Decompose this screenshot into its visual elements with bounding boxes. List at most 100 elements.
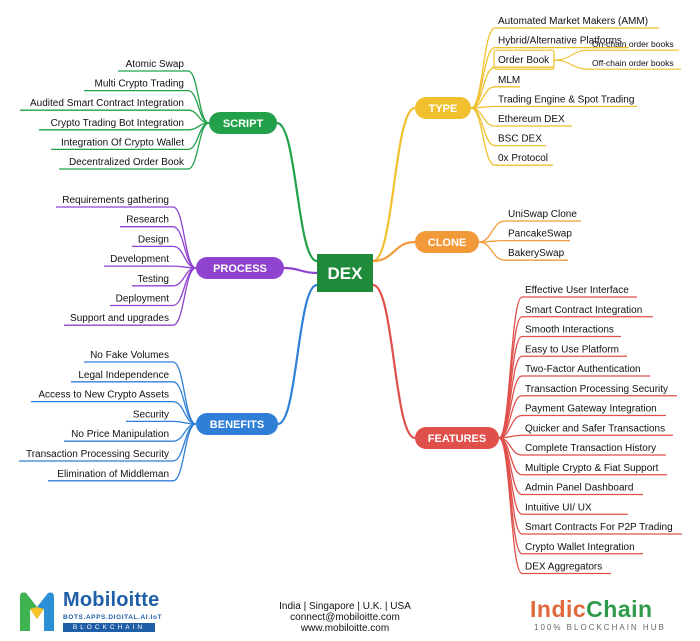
connector-script-5 [59,122,210,170]
features-leaf-label: Easy to Use Platform [525,344,619,355]
node-benefits-label: BENEFITS [210,419,264,431]
script-leaf-label: Crypto Trading Bot Integration [51,118,184,129]
indicchain-name: IndicChain [530,596,653,623]
mobiloitte-blockchain-bar: BLOCKCHAIN [63,623,155,632]
connector-order-book-child-1 [553,59,681,70]
connector-script-2 [20,109,210,124]
type-leaf-label: Ethereum DEX [498,114,565,125]
indicchain-name-chain: Chain [586,596,653,622]
node-clone-label: CLONE [428,237,467,249]
process-leaf-label: Deployment [116,294,170,305]
clone-leaf-label: PancakeSwap [508,229,572,240]
node-features [415,427,499,449]
connector-type-1 [470,46,629,109]
node-script-label: SCRIPT [223,118,264,130]
process-leaf-label: Design [138,234,169,245]
type-leaf-label: Automated Market Makers (AMM) [498,16,648,27]
features-leaf-label: Effective User Interface [525,285,629,296]
features-leaf-label: Quicker and Safer Transactions [525,423,665,434]
mobiloitte-m-icon [20,592,54,631]
node-clone [415,231,479,253]
locations-text: India | Singapore | U.K. | USA [279,601,411,612]
type-leaf-label: 0x Protocol [498,153,548,164]
features-leaf-label: Admin Panel Dashboard [525,483,633,494]
connector-center-benefits [277,283,318,426]
features-leaf-label: DEX Aggregators [525,562,602,573]
node-script [209,112,277,134]
node-benefits [196,413,278,435]
script-leaf-label: Audited Smart Contract Integration [30,98,184,109]
connector-center-script [276,121,318,263]
order-book-child-label: Off-chain order books [592,58,674,68]
connector-features-7 [498,434,673,439]
benefits-leaf-label: Elimination of Middleman [57,469,169,480]
node-process-label: PROCESS [213,263,267,275]
type-leaf-label: MLM [498,75,520,86]
features-leaf-label: Multiple Crypto & Fiat Support [525,463,659,474]
connector-features-6 [498,414,666,439]
connector-layer [19,27,682,575]
connector-benefits-6 [48,423,197,482]
connector-process-0 [56,206,197,269]
features-leaf-label: Smart Contract Integration [525,305,642,316]
process-leaf-label: Research [126,215,169,226]
features-leaf-label: Smooth Interactions [525,325,614,336]
type-leaf-label: BSC DEX [498,134,542,145]
type-leaf-label: Hybrid/Alternative Platforms [498,36,622,47]
node-type-label: TYPE [429,103,458,115]
order-book-box [493,49,555,70]
connector-process-3 [104,265,197,269]
connector-benefits-0 [84,361,197,425]
features-leaf-label: Intuitive UI/ UX [525,502,592,513]
connector-type-7 [470,107,553,166]
center-node-label: DEX [328,264,364,283]
clone-leaf-label: BakerySwap [508,248,565,259]
features-leaf-label: Crypto Wallet Integration [525,542,635,553]
mobiloitte-tagline: BOTS.APPS.DIGITAL.AI.IoT [63,614,163,621]
mobiloitte-name: Mobiloitte [63,589,160,611]
connector-type-4 [470,105,637,109]
type-leaf-label: Trading Engine & Spot Trading [498,94,634,105]
script-leaf-label: Decentralized Order Book [69,157,185,168]
connector-order-book-child-0 [553,49,679,61]
connector-center-process [283,266,318,275]
connector-type-0 [470,27,659,109]
website-text: www.mobiloitte.com [300,623,390,634]
process-leaf-label: Requirements gathering [62,195,169,206]
contact-block: India | Singapore | U.K. | USA connect@m… [240,601,450,634]
features-leaf-label: Two-Factor Authentication [525,364,641,375]
connector-clone-1 [478,239,570,243]
connector-features-14 [498,437,611,575]
indicchain-name-indic: Indic [530,596,587,622]
benefits-leaf-label: Access to New Crypto Assets [38,390,169,401]
connector-center-features [372,283,416,440]
features-leaf-label: Complete Transaction History [525,443,656,454]
connector-center-clone [372,240,416,263]
script-leaf-label: Multi Crypto Trading [95,79,184,90]
process-leaf-label: Development [110,254,169,265]
connector-type-3 [470,86,520,109]
benefits-leaf-label: No Fake Volumes [90,350,169,361]
indicchain-tagline: 100% BLOCKCHAIN HUB [534,623,666,632]
type-leaf-label: Order Book [498,55,550,66]
benefits-leaf-label: Transaction Processing Security [26,449,169,460]
order-book-child-label: On-chain order books [592,39,674,49]
center-node [317,254,373,292]
node-features-label: FEATURES [428,433,486,445]
clone-leaf-label: UniSwap Clone [508,209,577,220]
connector-process-2 [132,245,197,269]
indicchain-logo: IndicChain 100% BLOCKCHAIN HUB [530,596,690,636]
email-text: connect@mobiloitte.com [290,612,400,623]
benefits-leaf-label: No Price Manipulation [71,429,169,440]
connector-clone-2 [478,241,568,261]
connector-clone-0 [478,220,581,243]
benefits-leaf-label: Security [133,409,169,420]
connector-center-type [372,106,416,263]
connector-benefits-3 [126,420,197,425]
script-leaf-label: Integration Of Crypto Wallet [61,137,184,148]
process-leaf-label: Support and upgrades [70,313,169,324]
connector-benefits-2 [31,400,197,425]
connector-process-6 [64,267,197,326]
mobiloitte-logo: Mobiloitte BOTS.APPS.DIGITAL.AI.IoT BLOC… [16,589,162,635]
